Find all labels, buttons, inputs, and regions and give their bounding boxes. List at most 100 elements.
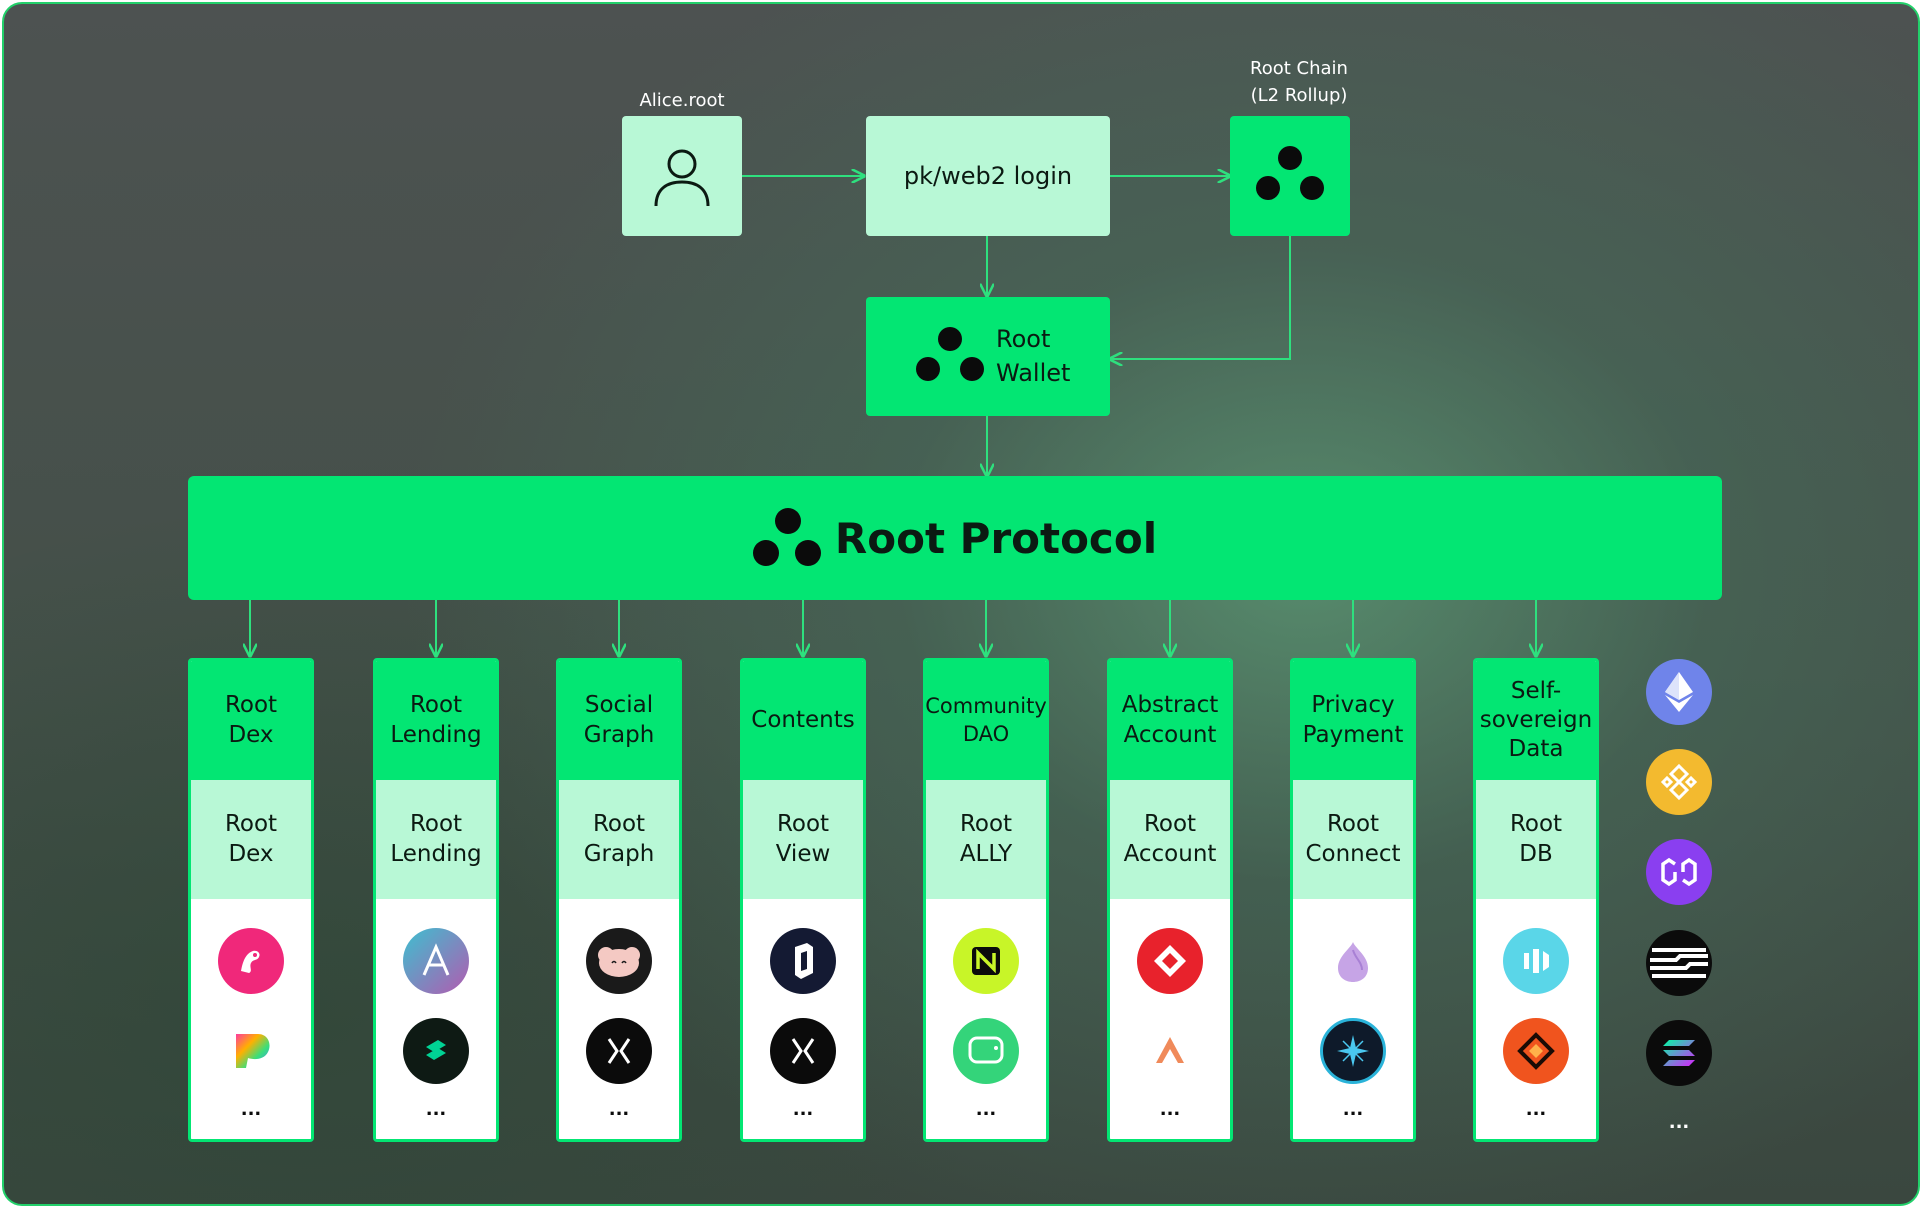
aptos-icon — [1646, 930, 1712, 996]
more-indicator: ... — [1159, 1099, 1181, 1120]
product-line: Root — [959, 810, 1013, 837]
x-logo-icon — [586, 1018, 652, 1084]
connector-arrows — [4, 4, 1918, 1204]
more-indicator: ... — [975, 1099, 997, 1120]
product-line: DB — [1519, 840, 1553, 867]
product-line: Root — [1509, 810, 1563, 837]
category-line: Self- — [1510, 678, 1562, 705]
product-line: Root — [224, 810, 278, 837]
orange-diamond-icon — [1503, 1018, 1569, 1084]
star-icon — [1320, 1018, 1386, 1084]
protocol-label: Root Protocol — [834, 513, 1158, 563]
column-category: Contents — [743, 661, 863, 780]
category-line: Lending — [390, 721, 482, 748]
more-indicator: ... — [1525, 1099, 1547, 1120]
product-line: Lending — [390, 840, 482, 867]
product-line: Root — [409, 810, 463, 837]
mirror-icon — [770, 928, 836, 994]
login-box: pk/web2 login — [866, 116, 1110, 236]
chain-caption-line1: Root Chain — [1250, 58, 1348, 79]
user-caption: Alice.root — [622, 87, 742, 114]
polygon-icon — [1646, 839, 1712, 905]
pancake-icon — [218, 1018, 284, 1084]
root-wallet-box: Root Wallet — [866, 297, 1110, 416]
compound-icon — [403, 1018, 469, 1084]
category-line: sovereign — [1479, 707, 1593, 734]
column-logos: ... — [376, 899, 496, 1139]
notion-n-icon — [953, 928, 1019, 994]
category-line: Root — [224, 691, 278, 718]
category-line: Privacy — [1311, 691, 1395, 718]
login-label: pk/web2 login — [903, 162, 1073, 190]
category-line: DAO — [962, 721, 1010, 746]
more-indicator: ... — [1342, 1099, 1364, 1120]
product-line: Connect — [1305, 840, 1401, 867]
arrow-chain-to-wallet — [1110, 236, 1291, 359]
wallet-label-line1: Root — [996, 325, 1051, 353]
wechat-bubble-icon — [953, 1018, 1019, 1084]
column-logos: ... — [559, 899, 679, 1139]
chains-more-indicator: ... — [1668, 1112, 1690, 1133]
product-line: Dex — [228, 840, 274, 867]
column-logos: ... — [1476, 899, 1596, 1139]
more-indicator: ... — [792, 1099, 814, 1120]
wallet-label-line2: Wallet — [996, 358, 1071, 387]
arch-icon — [1137, 1018, 1203, 1084]
column-logos: ... — [926, 899, 1046, 1139]
category-line: Root — [409, 691, 463, 718]
cyberconnect-icon — [586, 928, 652, 994]
category-line: Data — [1508, 735, 1564, 762]
user-caption-text: Alice.root — [639, 90, 725, 111]
wallet-label: Root Wallet — [996, 323, 1070, 390]
more-indicator: ... — [608, 1099, 630, 1120]
category-line: Dex — [228, 721, 274, 748]
category-line: Payment — [1302, 721, 1404, 748]
ethereum-icon — [1646, 659, 1712, 725]
category-line: Community — [925, 694, 1047, 719]
product-line: Graph — [583, 840, 655, 867]
onion-icon — [1320, 928, 1386, 994]
category-line: Abstract — [1121, 691, 1219, 718]
category-line: Account — [1123, 721, 1217, 748]
solana-icon — [1646, 1020, 1712, 1086]
column-logos: ... — [191, 899, 311, 1139]
product-line: Root — [592, 810, 646, 837]
root-logo-icon — [1256, 146, 1326, 206]
chain-caption-line2: (L2 Rollup) — [1250, 85, 1348, 106]
more-indicator: ... — [240, 1099, 262, 1120]
product-line: Root — [776, 810, 830, 837]
category-line: Social — [584, 691, 654, 718]
root-logo-icon — [916, 327, 986, 387]
root-protocol-bar: Root Protocol — [188, 476, 1722, 600]
product-line: Root — [1143, 810, 1197, 837]
category-line: Contents — [751, 706, 855, 733]
product-line: View — [775, 840, 831, 867]
category-line: Graph — [583, 721, 655, 748]
root-chain-box — [1230, 116, 1350, 236]
uniswap-icon — [218, 928, 284, 994]
chain-caption: Root Chain (L2 Rollup) — [1214, 55, 1384, 109]
root-logo-icon — [752, 508, 821, 568]
product-line: Root — [1326, 810, 1380, 837]
red-diamond-icon — [1137, 928, 1203, 994]
